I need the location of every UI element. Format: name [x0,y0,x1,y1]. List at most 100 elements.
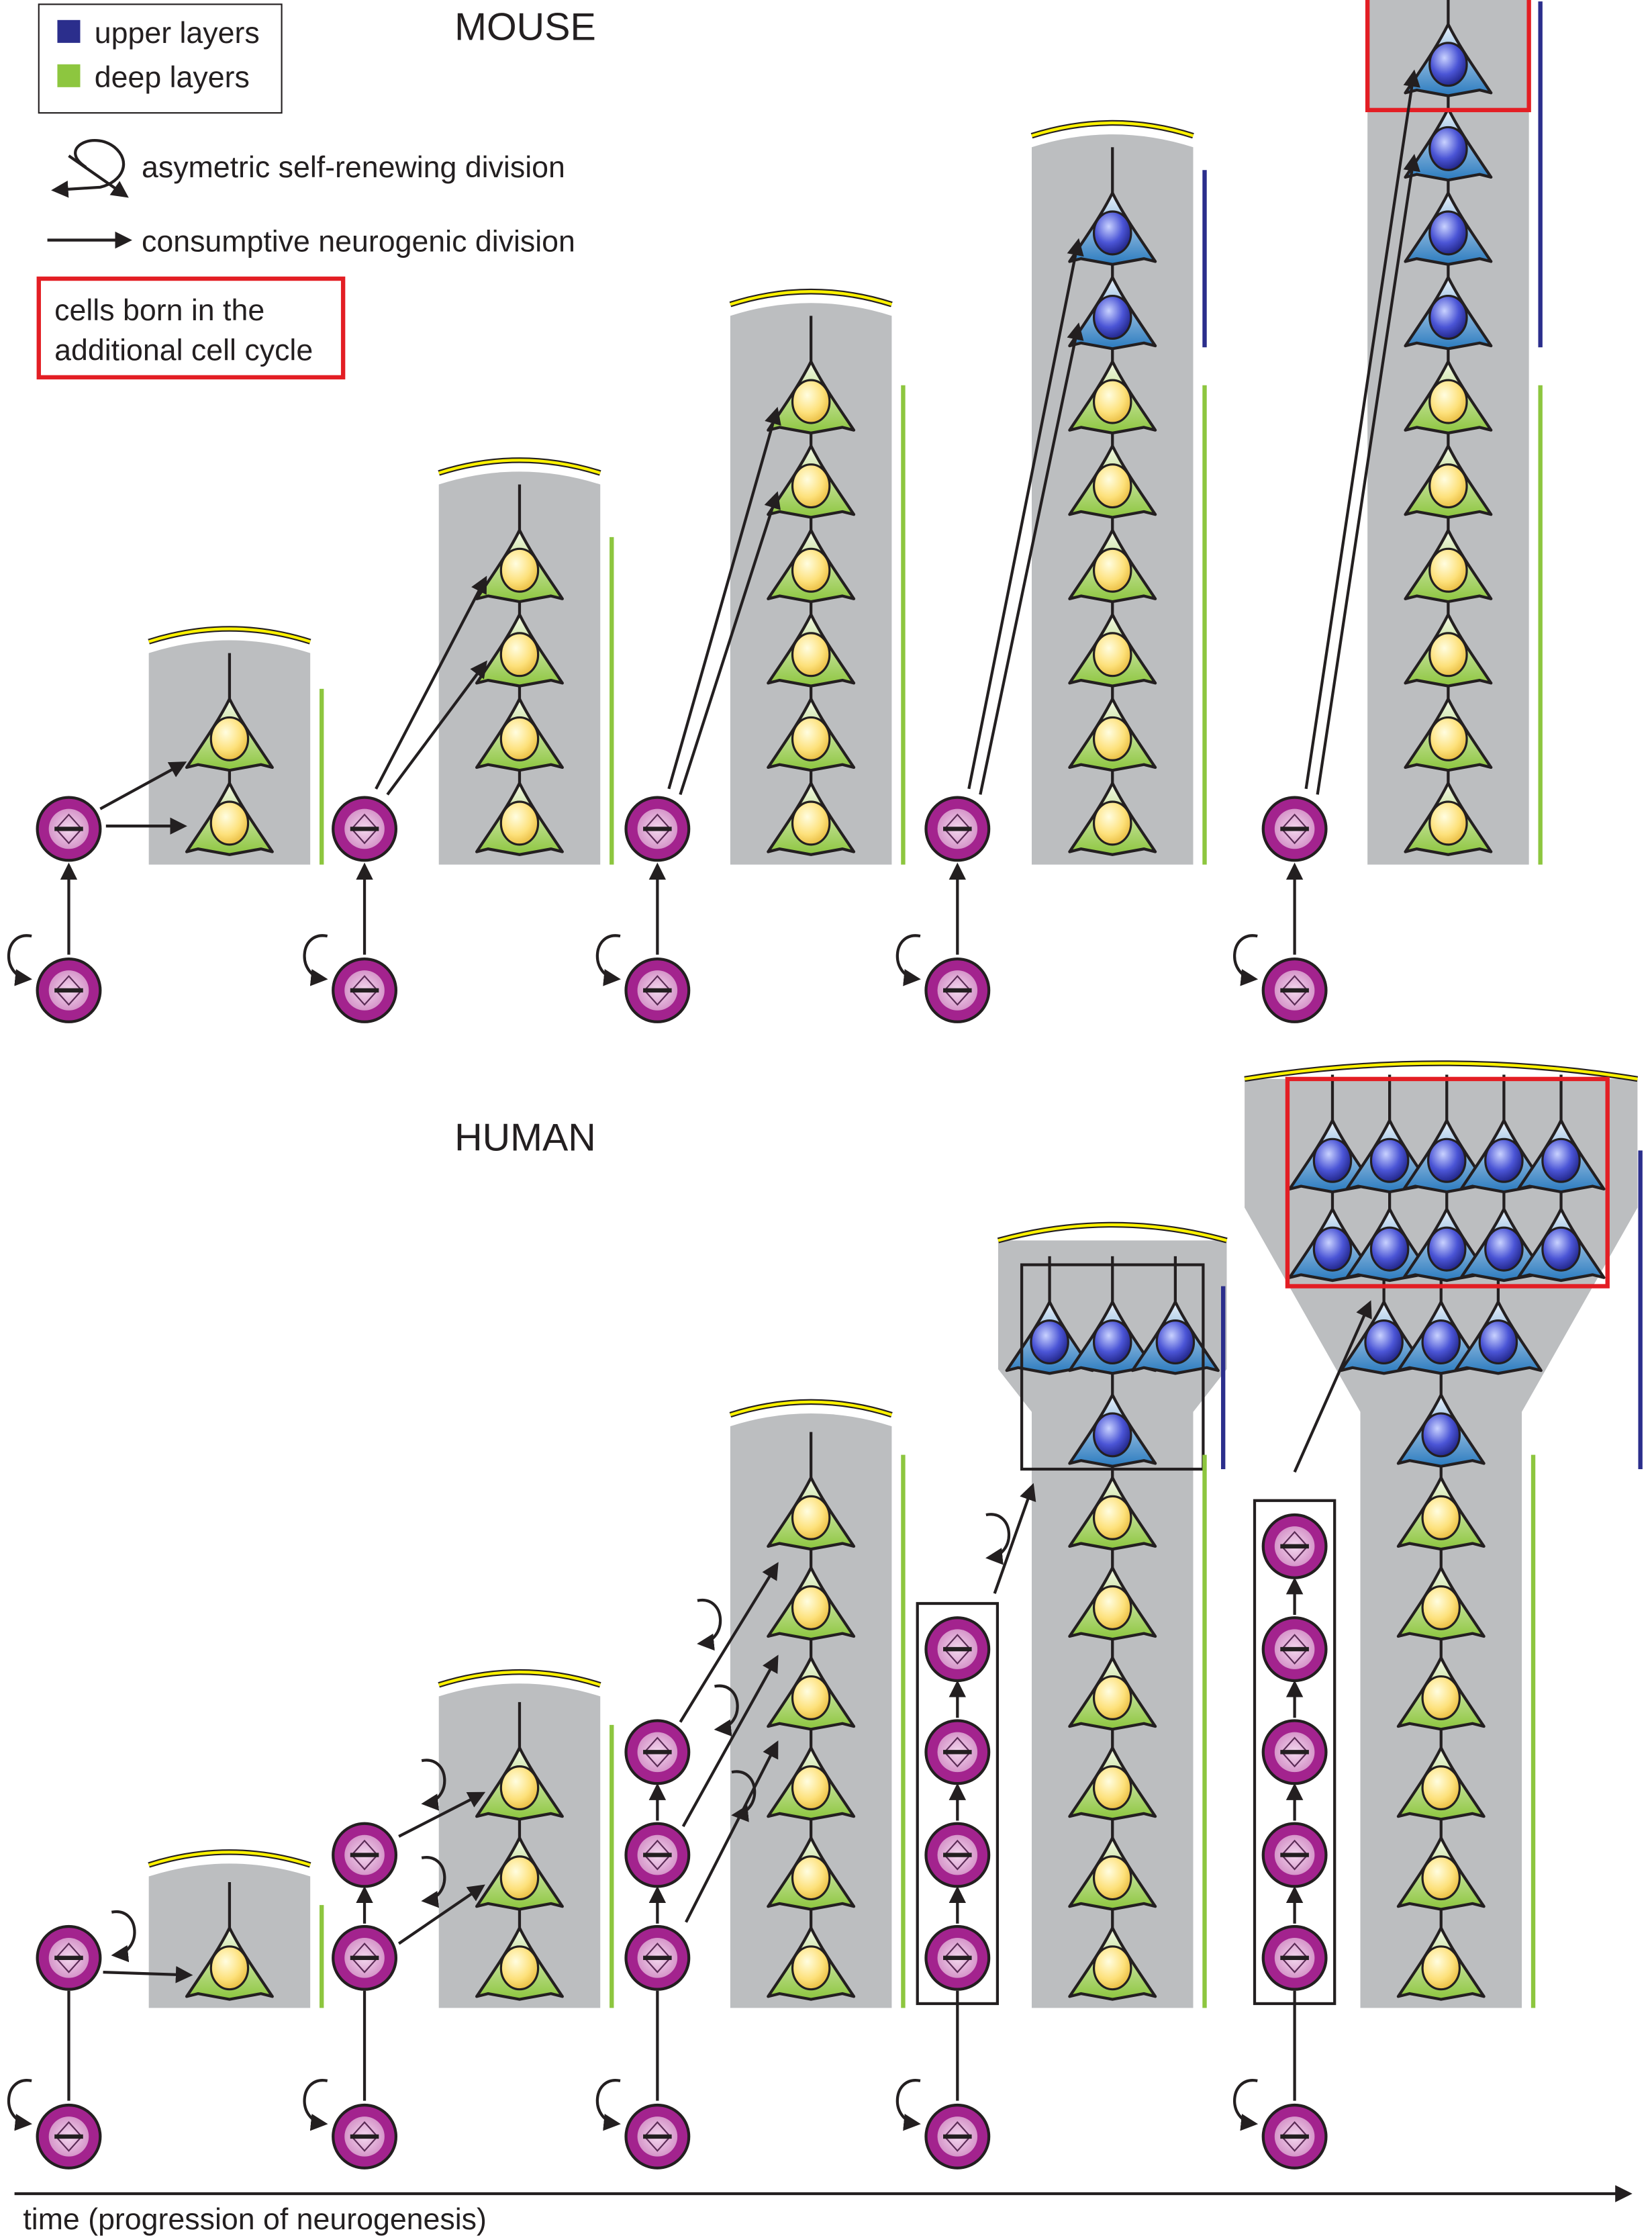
neuron-nucleus [791,1855,831,1901]
neuron-nucleus [791,1585,831,1630]
upper-layer-neuron [1288,1074,1377,1194]
progenitor-cell [624,1822,691,1888]
neuron-nucleus [1421,1855,1461,1901]
neuron-nucleus [791,1765,831,1811]
neuron-nucleus [499,1945,540,1991]
self-renewal-curl-icon [595,2079,621,2131]
neuron-nucleus [1092,379,1132,424]
deep-layer-neuron [1404,316,1493,435]
neuron-nucleus [1421,1585,1461,1630]
neuron-nucleus [1369,1137,1410,1183]
progenitor-cell [1261,1719,1328,1785]
pia-surface [730,1400,893,1417]
neuron-nucleus [791,547,831,593]
upper-layer-neuron [1130,1256,1220,1375]
progenitor-cell [332,1924,397,1991]
additional-cycle-box [1365,0,1531,113]
division-arrow [103,1965,193,1984]
deep-layer-neuron [185,737,274,856]
progenitor-cell [924,796,991,862]
neuron-nucleus [791,1945,831,1991]
self-renewal-curl-icon [985,1513,1011,1565]
deep-layer-neuron [475,737,564,856]
neuron-nucleus [1421,1945,1461,1991]
neuron-nucleus [1155,1319,1196,1365]
division-arrow [681,1654,779,1828]
neuron-nucleus [1421,1765,1461,1811]
self-renewal-curl-icon [714,1684,739,1736]
legend: upper layers deep layers [38,3,283,114]
division-arrow [375,575,487,790]
neuron-nucleus [791,1495,831,1540]
upper-layer-neuron [1404,231,1493,351]
neuron-nucleus [1092,1495,1132,1540]
deep-layer-neuron [1404,400,1493,519]
deep-layer-neuron [767,569,856,688]
pia-surface [438,459,601,475]
self-renewal-curl-icon [895,934,921,986]
progenitor-cell [36,957,102,1023]
progenitor-cell [1261,1616,1328,1683]
progenitor-cell [1261,1513,1328,1579]
upper-layer-neuron [1404,0,1493,97]
upper-layers-swatch [57,19,81,43]
upper-layer-neuron [1402,1074,1492,1194]
neuron-nucleus [1092,463,1132,509]
self-renewal-curl-icon [595,934,621,986]
upper-layer-neuron [1345,1074,1435,1194]
self-renewal-curl-icon [731,1770,757,1822]
deep-layer-neuron [185,1882,274,2001]
self-renewal-curl-icon [303,934,328,986]
division-arrow [685,1740,779,1923]
upper-layer-neuron [1453,1256,1543,1375]
upper-layer-neuron [1068,147,1157,266]
additional-cycle-box [1285,1076,1610,1289]
neuron-nucleus [499,800,540,846]
division-arrow [667,406,781,790]
division-arrow [993,1483,1036,1594]
neuron-nucleus [1428,716,1468,761]
progenitor-cell [332,796,397,862]
figure-body [7,0,1643,2170]
self-renewal-curl-icon [1233,934,1259,986]
division-arrow [679,491,781,796]
neuron-nucleus [1092,632,1132,678]
upper-layer-neuron [1068,1256,1157,1375]
division-arrow [967,238,1084,790]
upper-layer-neuron [1404,62,1493,182]
progenitor-cell [36,2103,102,2170]
time-axis-label: time (progression of neurogenesis) [23,2203,487,2236]
neuron-nucleus [1421,1412,1461,1458]
deep-layer-neuron [767,1612,856,1731]
neuron-nucleus [499,716,540,761]
neuron-nucleus [1092,1412,1132,1458]
neuron-nucleus [1484,1137,1524,1183]
deep-layer-neuron [475,1791,564,1911]
neuron-nucleus [1092,1675,1132,1721]
upper-layer-neuron [1345,1163,1435,1283]
progenitor-cell [1261,957,1328,1023]
additional-cycle-key-line1: cells born in the [54,294,264,327]
neuron-nucleus [1478,1319,1518,1365]
deep-layers-swatch [57,64,81,87]
deep-layer-neuron [1068,653,1157,772]
upper-layer-neuron [1402,1163,1492,1283]
deep-layer-neuron [475,484,564,604]
pia-surface [998,1223,1228,1242]
self-renewing-key-icon [51,139,126,198]
deep-layer-neuron [1396,1701,1486,1821]
self-renewal-curl-icon [697,1598,722,1651]
neuron-nucleus [499,1855,540,1901]
legend-deep-label: deep layers [95,61,250,94]
neuron-nucleus [1092,547,1132,593]
upper-layer-neuron [1459,1163,1549,1283]
deep-layer-neuron [185,653,274,772]
progenitor-cell [924,2103,991,2170]
neuron-nucleus [1428,463,1468,509]
neuron-nucleus [1092,1585,1132,1630]
neuron-nucleus [1484,1226,1524,1272]
progenitor-cell [332,1822,397,1888]
legend-upper-label: upper layers [95,17,260,50]
mouse-title: MOUSE [454,6,596,49]
